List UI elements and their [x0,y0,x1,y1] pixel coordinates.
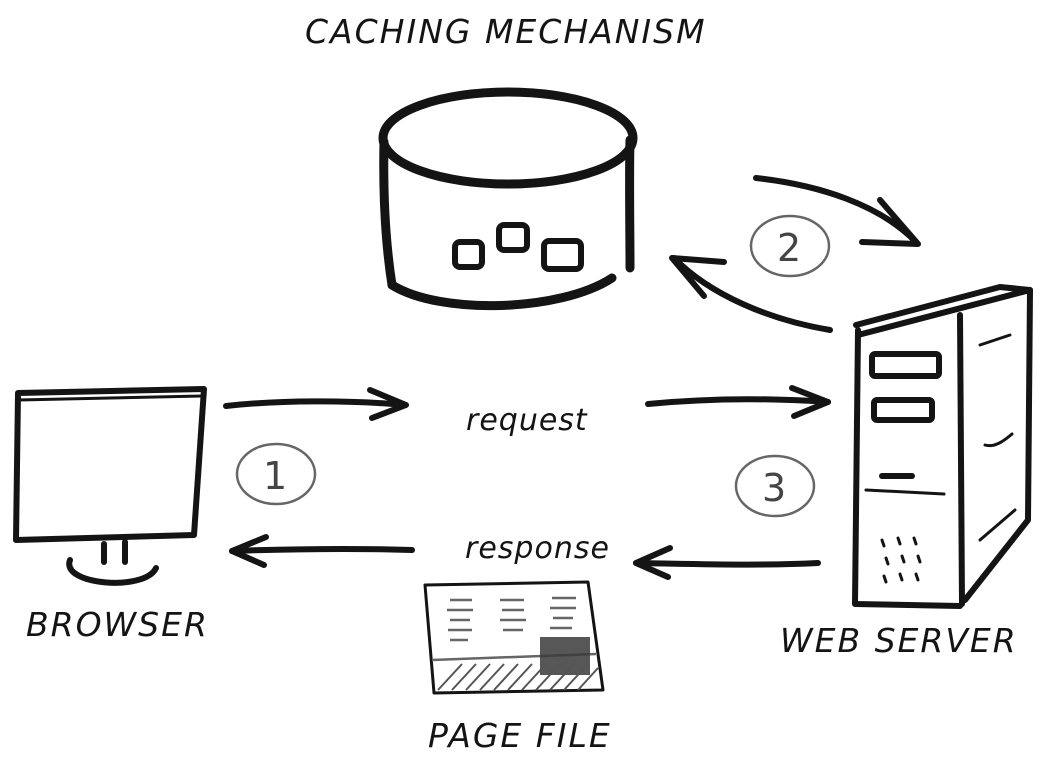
browser-monitor-icon [13,386,207,586]
vent-holes-icon [880,536,922,584]
browser-label: BROWSER [26,605,209,644]
cache-to-server-arrow-icon [753,175,921,247]
step-one-number: 1 [263,454,287,498]
step-one-badge: 1 [235,442,317,506]
cache-item-icon [496,222,530,253]
step-two-badge: 2 [749,214,831,278]
response-arrow-left-icon [229,534,415,568]
page-file-document-icon [423,580,605,695]
caching-mechanism-label: CACHING MECHANISM [305,12,707,51]
request-arrow-right-icon [645,385,831,419]
server-to-cache-arrow-icon [669,255,833,333]
response-arrow-right-icon [633,545,821,580]
web-server-tower-icon [852,284,1033,609]
cache-item-icon [541,238,584,272]
web-server-label: WEB SERVER [780,621,1018,660]
drive-bay-icon [869,351,942,379]
response-label: response [465,531,610,566]
page-image-icon [540,637,590,675]
step-three-number: 3 [762,466,786,510]
request-label: request [466,403,588,438]
drive-bay-icon [871,397,935,423]
page-file-label: PAGE FILE [428,716,612,755]
request-arrow-left-icon [223,387,409,421]
step-three-badge: 3 [734,454,816,518]
cache-item-icon [452,239,485,270]
step-two-number: 2 [777,226,801,270]
cache-database-icon [378,87,638,311]
